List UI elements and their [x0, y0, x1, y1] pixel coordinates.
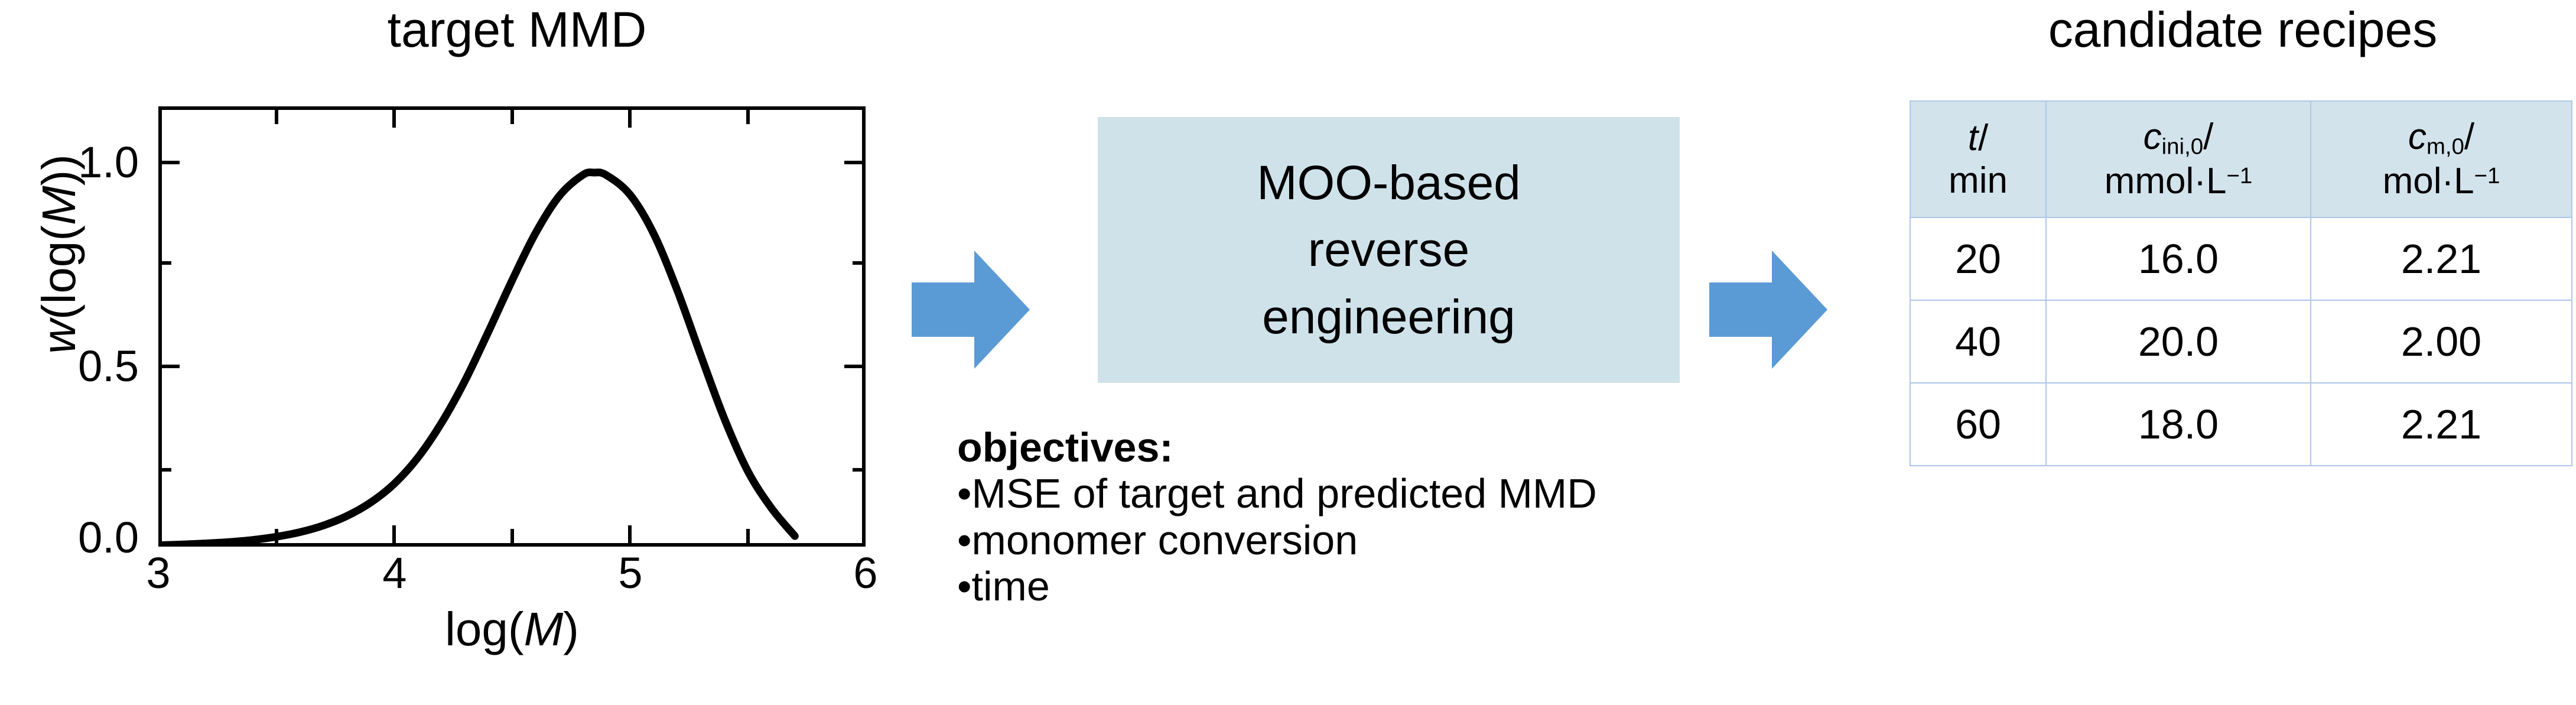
bullet-icon: • — [957, 470, 972, 517]
moo-reverse-engineering-box: MOO-based reverse engineering — [1098, 117, 1680, 383]
header-subscript: ini,0 — [2161, 134, 2204, 160]
x-axis-ticks — [275, 525, 750, 547]
column-header-monomer-conc: cm,0/ mol·L−1 — [2310, 100, 2572, 218]
cell-initiator-conc: 18.0 — [2045, 382, 2311, 466]
table-row: 40 20.0 2.00 — [1910, 300, 2572, 384]
x-axis-label-m: M — [523, 603, 564, 655]
y-tick-label-1: 1.0 — [78, 138, 139, 187]
x-axis-label-close: ) — [563, 603, 579, 655]
cell-monomer-conc: 2.21 — [2310, 382, 2572, 466]
arrow-right-1 — [912, 251, 1030, 369]
mmd-curve-path — [158, 168, 799, 547]
objectives-heading: objectives: — [957, 424, 1173, 470]
table-header: t/ min cini,0/ mmol·L−1 cm,0/ — [1910, 100, 2572, 218]
objective-label: MSE of target and predicted MMD — [971, 470, 1597, 517]
y-axis-label-m: M — [32, 186, 85, 226]
x-axis-ticks-top — [275, 106, 750, 128]
header-symbol: c — [2143, 116, 2162, 158]
header-unit: mol·L — [2382, 161, 2474, 202]
header-unit: min — [1949, 160, 2008, 201]
chart-title: target MMD — [387, 2, 647, 57]
y-axis-label-open: (log( — [32, 225, 85, 320]
arrow-right-icon — [912, 251, 1030, 369]
x-tick-label-6: 6 — [853, 548, 878, 597]
table-title: candidate recipes — [2048, 2, 2438, 57]
bullet-icon: • — [957, 516, 972, 563]
target-mmd-chart-panel: target MMD — [0, 0, 886, 705]
column-header-time: t/ min — [1910, 100, 2047, 218]
x-tick-label-5: 5 — [618, 548, 643, 597]
header-slash: / — [1978, 117, 1989, 158]
header-slash: / — [2464, 116, 2475, 158]
header-unit: mmol·L — [2104, 161, 2227, 202]
header-symbol: c — [2408, 116, 2427, 158]
header-unit-exponent: −1 — [2474, 163, 2500, 189]
y-axis-label: w(log(M)) — [32, 41, 95, 467]
cell-time: 60 — [1910, 382, 2047, 466]
bullet-icon: • — [957, 563, 972, 610]
cell-time: 20 — [1910, 217, 2047, 301]
objectives-block: objectives: •MSE of target and predicted… — [957, 424, 1843, 610]
cell-monomer-conc: 2.21 — [2310, 217, 2572, 301]
x-tick-label-4: 4 — [382, 548, 407, 597]
cell-initiator-conc: 20.0 — [2045, 300, 2311, 384]
x-tick-label-3: 3 — [146, 548, 171, 597]
table-body: 20 16.0 2.21 40 20.0 2.00 60 18.0 2.21 — [1910, 217, 2572, 466]
header-slash: / — [2203, 116, 2214, 158]
header-symbol: t — [1967, 117, 1978, 158]
arrow-right-2 — [1709, 251, 1827, 369]
cell-monomer-conc: 2.00 — [2310, 300, 2572, 384]
table-row: 20 16.0 2.21 — [1910, 217, 2572, 301]
objective-item-mse: •MSE of target and predicted MMD — [957, 470, 1843, 516]
objective-item-conversion: •monomer conversion — [957, 517, 1843, 563]
header-unit-exponent: −1 — [2226, 163, 2253, 189]
y-axis-label-close: )) — [32, 154, 85, 186]
moo-box-label: MOO-based reverse engineering — [1257, 156, 1521, 344]
y-tick-label-05: 0.5 — [78, 342, 139, 391]
y-axis-ticks — [158, 161, 180, 472]
objective-label: monomer conversion — [971, 516, 1358, 563]
objective-label: time — [971, 563, 1050, 610]
arrow-right-icon — [1709, 251, 1827, 369]
cell-time: 40 — [1910, 300, 2047, 384]
header-subscript: m,0 — [2426, 134, 2464, 160]
cell-initiator-conc: 16.0 — [2045, 217, 2311, 301]
column-header-initiator-conc: cini,0/ mmol·L−1 — [2045, 100, 2311, 218]
y-axis-label-w: w — [32, 320, 85, 354]
x-axis-label-log: log( — [445, 603, 524, 655]
y-axis-ticks-right — [844, 161, 866, 472]
objective-item-time: •time — [957, 563, 1843, 609]
x-axis-label: log(M) — [158, 606, 866, 653]
table-header-row: t/ min cini,0/ mmol·L−1 cm,0/ — [1910, 100, 2572, 218]
candidate-recipes-table: t/ min cini,0/ mmol·L−1 cm,0/ — [1910, 100, 2572, 466]
y-tick-label-0: 0.0 — [78, 513, 139, 562]
mmd-curve-plot — [158, 106, 866, 547]
table-row: 60 18.0 2.21 — [1910, 382, 2572, 466]
